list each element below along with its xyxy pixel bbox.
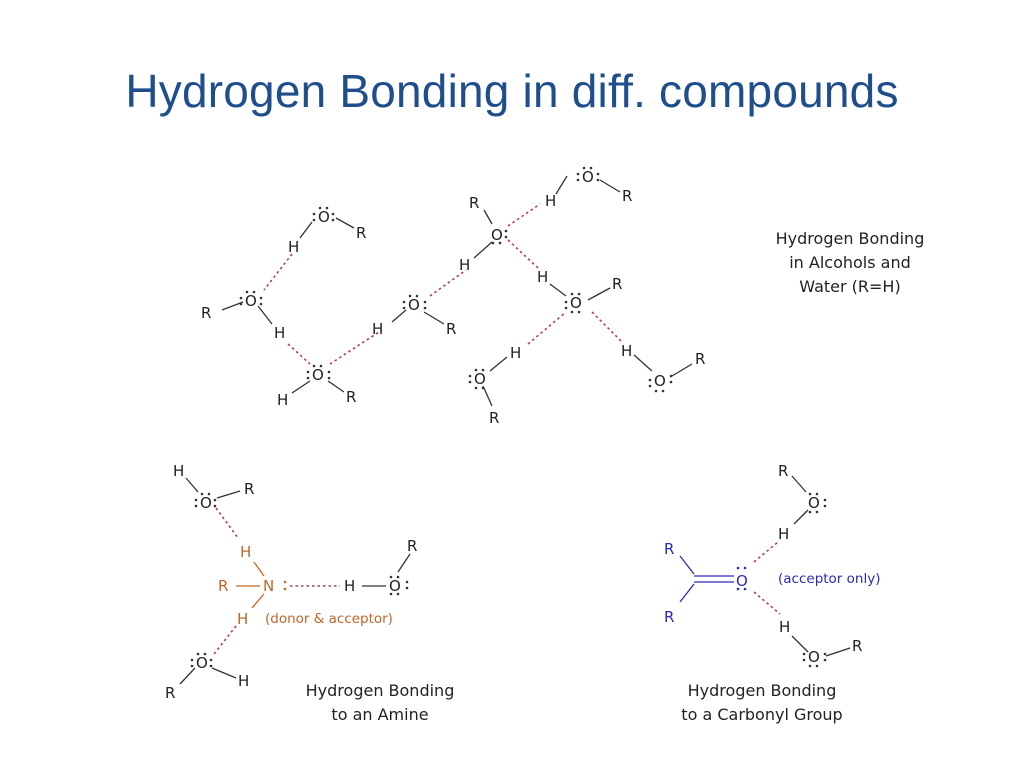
- r-group: R: [201, 304, 211, 322]
- amine-caption-line-2: to an Amine: [331, 705, 428, 724]
- oxygen-atom: O: [196, 654, 208, 672]
- carbonyl-note: (acceptor only): [778, 571, 880, 587]
- amine-covalent-bonds: [179, 477, 411, 685]
- alcohols-covalent-bonds: [221, 175, 693, 407]
- carbonyl-hydrogen-bonds: [753, 541, 781, 615]
- amine-note: (donor & acceptor): [265, 611, 393, 627]
- hydrogen-atom: H: [545, 192, 556, 210]
- oxygen-atom: O: [654, 372, 666, 390]
- carbonyl-r-group: R: [664, 540, 674, 558]
- hydrogen-atom: H: [173, 462, 184, 480]
- r-group: R: [356, 224, 366, 242]
- alcohols-caption-line-1: Hydrogen Bonding: [776, 229, 925, 248]
- alcohols-hydrogen-bonds: [263, 203, 623, 365]
- alcohols-caption-line-2: in Alcohols and: [789, 253, 911, 272]
- hydrogen-atom: H: [274, 324, 285, 342]
- oxygen-atom: O: [312, 366, 324, 384]
- carbonyl-oxygen-atom: O: [736, 572, 748, 590]
- r-group: R: [446, 320, 456, 338]
- amine-caption-line-1: Hydrogen Bonding: [306, 681, 455, 700]
- carbonyl-r-group: R: [664, 608, 674, 626]
- oxygen-atom: O: [582, 168, 594, 186]
- oxygen-atom: O: [408, 296, 420, 314]
- oxygen-atom: O: [318, 208, 330, 226]
- carbonyl-panel: R R O (acceptor only) R O H H O R: [664, 462, 880, 724]
- carbonyl-covalent-bonds: [679, 475, 851, 657]
- amine-r-group: R: [218, 577, 228, 595]
- oxygen-atom: O: [200, 494, 212, 512]
- r-group: R: [346, 388, 356, 406]
- r-group: R: [612, 275, 622, 293]
- hydrogen-atom: H: [277, 391, 288, 409]
- amine-hydrogen-bonds: [213, 507, 340, 655]
- alcohols-caption: Hydrogen Bonding in Alcohols and Water (…: [776, 229, 925, 296]
- hydrogen-atom: H: [344, 577, 355, 595]
- r-group: R: [852, 637, 862, 655]
- amine-hydrogen-atom: H: [237, 610, 248, 628]
- r-group: R: [778, 462, 788, 480]
- hydrogen-atom: H: [459, 256, 470, 274]
- carbonyl-caption-line-1: Hydrogen Bonding: [688, 681, 837, 700]
- r-group: R: [695, 350, 705, 368]
- hydrogen-atom: H: [778, 525, 789, 543]
- slide-title: Hydrogen Bonding in diff. compounds: [125, 65, 899, 117]
- r-group: R: [244, 480, 254, 498]
- hydrogen-atom: H: [621, 342, 632, 360]
- oxygen-atom: O: [808, 494, 820, 512]
- carbonyl-atoms: R R O (acceptor only) R O H H O R: [664, 462, 880, 666]
- alcohols-panel: O R H O R H O H R O H R R O H O: [201, 166, 925, 427]
- hydrogen-atom: H: [238, 672, 249, 690]
- carbonyl-caption: Hydrogen Bonding to a Carbonyl Group: [681, 681, 842, 724]
- hydrogen-atom: H: [372, 320, 383, 338]
- amine-lone-pairs: [190, 492, 409, 668]
- carbonyl-caption-line-2: to a Carbonyl Group: [681, 705, 842, 724]
- amine-atoms: H O R H R N H (donor & acceptor) H O R O…: [165, 462, 417, 702]
- r-group: R: [489, 409, 499, 427]
- alcohols-lone-pairs: [239, 166, 673, 393]
- oxygen-atom: O: [389, 577, 401, 595]
- hydrogen-atom: H: [510, 344, 521, 362]
- r-group: R: [165, 684, 175, 702]
- nitrogen-atom: N: [263, 577, 274, 595]
- hydrogen-atom: H: [779, 618, 790, 636]
- oxygen-atom: O: [808, 648, 820, 666]
- oxygen-atom: O: [474, 370, 486, 388]
- r-group: R: [622, 187, 632, 205]
- r-group: R: [469, 194, 479, 212]
- alcohols-atoms: O R H O R H O H R O H R R O H O: [201, 168, 705, 427]
- carbonyl-lone-pairs: [736, 492, 827, 668]
- amine-caption: Hydrogen Bonding to an Amine: [306, 681, 455, 724]
- hydrogen-atom: H: [537, 268, 548, 286]
- amine-panel: H O R H R N H (donor & acceptor) H O R O…: [165, 462, 454, 724]
- oxygen-atom: O: [570, 294, 582, 312]
- alcohols-caption-line-3: Water (R=H): [799, 277, 900, 296]
- oxygen-atom: O: [491, 226, 503, 244]
- amine-hydrogen-atom: H: [240, 543, 251, 561]
- r-group: R: [407, 537, 417, 555]
- hydrogen-atom: H: [288, 238, 299, 256]
- oxygen-atom: O: [245, 292, 257, 310]
